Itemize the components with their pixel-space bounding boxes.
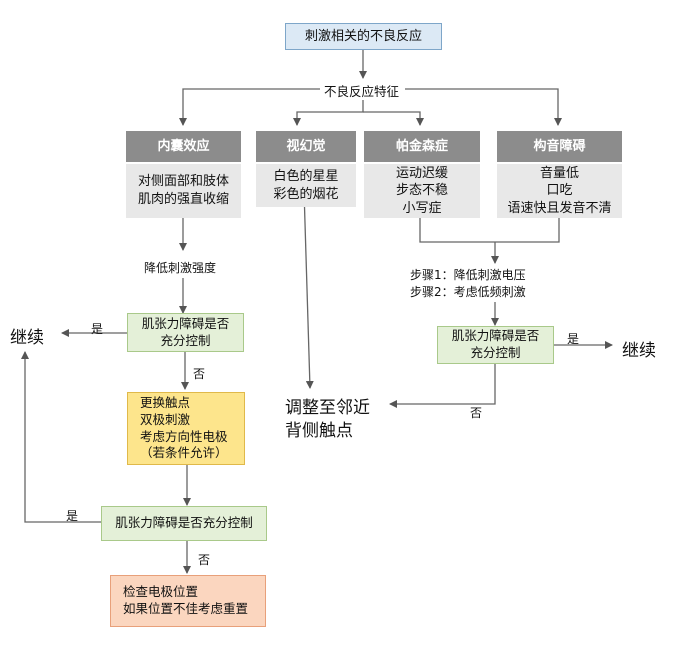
category-visual-header: 视幻觉 — [256, 131, 356, 162]
left-actions-node: 更换触点 双极刺激 考虑方向性电极 （若条件允许） — [127, 392, 245, 465]
adjust-contact-node: 调整至邻近 背侧触点 — [285, 398, 370, 441]
right-check-yes-label: 是 — [567, 332, 580, 346]
category-capsule-header: 内囊效应 — [126, 131, 241, 162]
edge-feature-left — [179, 88, 320, 126]
reduce-stimulus-label: 降低刺激强度 — [144, 261, 217, 275]
left-check2-no-label: 否 — [198, 553, 211, 567]
category-parkinson-body: 运动迟缓 步态不稳 小写症 — [364, 164, 480, 218]
edge-check2-yes — [21, 351, 101, 523]
left-final-node: 检查电极位置 如果位置不佳考虑重置 — [110, 575, 266, 627]
feature-label: 不良反应特征 — [324, 84, 400, 99]
left-check1-no-label: 否 — [193, 367, 206, 381]
edge-parkinson-merge — [419, 218, 495, 243]
left-continue-label: 继续 — [10, 328, 44, 348]
right-steps-label: 步骤1：降低刺激电压 步骤2：考虑低频刺激 — [410, 268, 526, 300]
category-visual-body: 白色的星星 彩色的烟花 — [256, 164, 356, 207]
category-parkinson-header: 帕金森症 — [364, 131, 480, 162]
category-dysarthria-header: 构音障碍 — [497, 131, 622, 162]
left-check1-node: 肌张力障碍是否 充分控制 — [127, 313, 244, 352]
edge-check-no — [389, 364, 496, 408]
root-text: 刺激相关的不良反应 — [304, 28, 422, 44]
root-node: 刺激相关的不良反应 — [285, 23, 442, 50]
category-capsule-body: 对侧面部和肢体 肌肉的强直收缩 — [126, 164, 241, 218]
edge-feature-right — [405, 88, 562, 126]
category-dysarthria-body: 音量低 口吃 语速快且发音不清 — [497, 164, 622, 218]
right-check-no-label: 否 — [470, 406, 483, 420]
edge-dysarthria-merge — [495, 218, 560, 243]
edge-visual-adjust — [303, 189, 314, 389]
edge-feature-parkinson — [363, 111, 424, 126]
right-check-node: 肌张力障碍是否 充分控制 — [437, 326, 554, 364]
edge-feature-visual — [293, 100, 364, 126]
left-check1-yes-label: 是 — [91, 322, 104, 336]
left-check2-node: 肌张力障碍是否充分控制 — [101, 506, 267, 541]
right-continue-label: 继续 — [622, 341, 656, 361]
left-check2-yes-label: 是 — [66, 509, 79, 523]
